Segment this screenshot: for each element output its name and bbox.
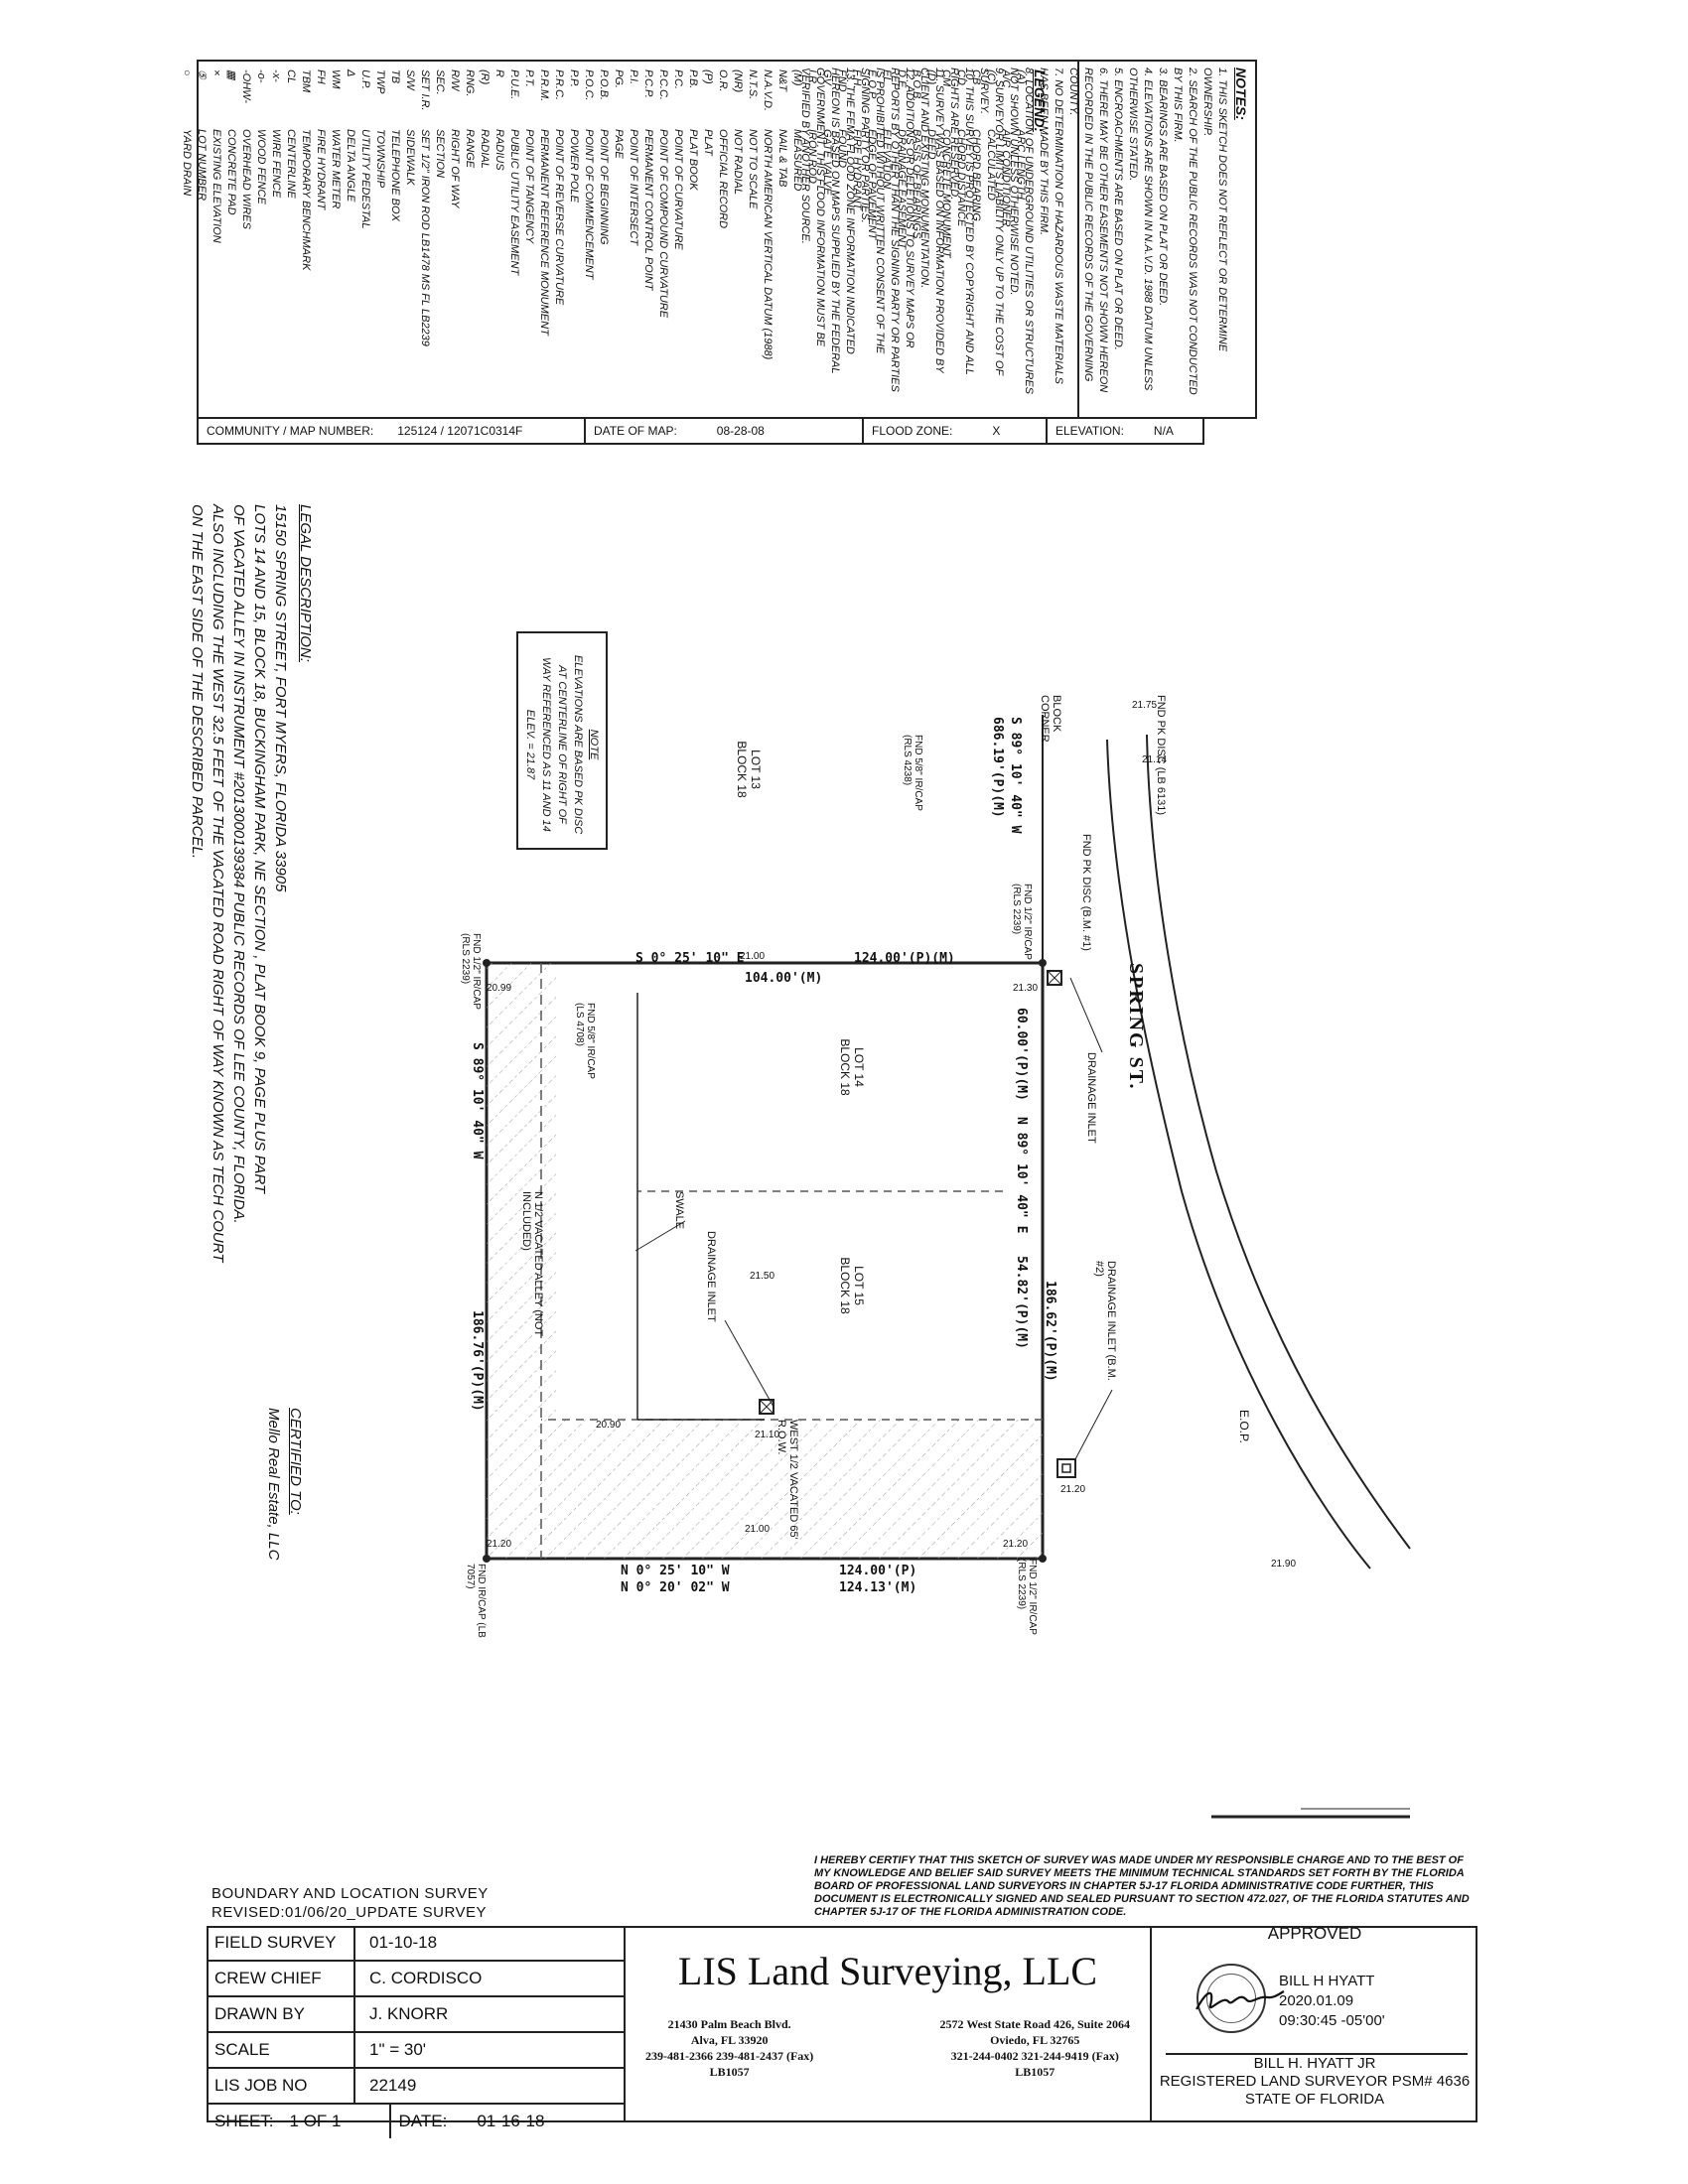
- signature-icon: [1196, 1990, 1285, 2010]
- company-block: LIS Land Surveying, LLC 21430 Palm Beach…: [626, 1926, 1152, 2122]
- flood-zone-value: X: [992, 424, 1001, 438]
- row-job-no: LIS JOB NO 22149: [207, 2069, 624, 2105]
- row-drawn-by: DRAWN BY J. KNORR: [207, 1997, 624, 2033]
- notes-legend-frame: [197, 60, 1257, 419]
- approval-block: APPROVED BILL H HYATT 2020.01.09 09:30:4…: [1152, 1924, 1477, 2122]
- spot-elev-5: 21.20: [1003, 1539, 1029, 1550]
- flood-info-row: COMMUNITY / MAP NUMBER: 125124 / 12071C0…: [197, 419, 1204, 445]
- bearing-south: S 89° 10' 40" W: [470, 1042, 485, 1160]
- bearing-north: N 89° 10' 40" E: [1014, 1117, 1029, 1234]
- lot14-label: LOT 14 BLOCK 18: [838, 1038, 866, 1096]
- survey-type: BOUNDARY AND LOCATION SURVEY REVISED:01/…: [211, 1884, 489, 1922]
- date-label: DATE:: [398, 2112, 448, 2130]
- elevation-label: ELEVATION:: [1055, 424, 1124, 438]
- drainage-inlet-3-label: DRAINAGE INLET (B.M. #2): [1093, 1261, 1117, 1381]
- note-box: [516, 631, 608, 850]
- swale-label: SWALE: [673, 1191, 685, 1230]
- monument-sw: [483, 1555, 491, 1563]
- distance-west-2: 104.00'(M): [745, 971, 823, 986]
- row-sheet: SHEET: 1 OF 1 DATE: 01-16-18: [207, 2105, 624, 2138]
- row-crew-chief: CREW CHIEF C. CORDISCO: [207, 1962, 624, 1997]
- drainage-inlet-3: [1056, 1458, 1076, 1478]
- field-table: FIELD SURVEY 01-10-18 CREW CHIEF C. CORD…: [207, 1926, 626, 2138]
- distance-south: 186.76'(P)(M): [470, 1310, 485, 1412]
- monument-ne: [1039, 959, 1047, 967]
- spot-elev-11: 21.10: [755, 1430, 780, 1440]
- street-edge-west: [1106, 739, 1371, 1570]
- sign-time: 09:30:45 -05'00': [1279, 2012, 1385, 2029]
- street-label: SPRING ST.: [1125, 963, 1147, 1091]
- row-scale: SCALE 1" = 30': [207, 2033, 624, 2069]
- street-edge-east: [1146, 734, 1411, 1550]
- survey-type-line1: BOUNDARY AND LOCATION SURVEY: [211, 1885, 489, 1902]
- spot-elev-2: 21.75: [1132, 700, 1158, 711]
- bearing-east-1: N 0° 25' 10" W: [621, 1564, 730, 1578]
- sign-date: 2020.01.09: [1279, 1992, 1354, 2009]
- flood-zone-label: FLOOD ZONE:: [872, 424, 953, 438]
- drainage-inlet-2-label: DRAINAGE INLET: [705, 1231, 717, 1322]
- fnd-ir-se: FND 1/2" IR/CAP (RLS 2239): [1016, 1559, 1038, 1635]
- spot-elev-10: 21.00: [745, 1524, 771, 1535]
- distance-north-1: 60.00'(P)(M): [1014, 1008, 1029, 1101]
- notes-divider: [1077, 60, 1079, 419]
- spot-elev-7: 21.20: [487, 1539, 512, 1550]
- vacated-row-hatch: [556, 1420, 1043, 1559]
- surveyor-role: REGISTERED LAND SURVEYOR PSM# 4636: [1159, 2073, 1471, 2090]
- spot-elev-13: 21.30: [1013, 983, 1039, 994]
- surveyor-seal: [1196, 1964, 1285, 2033]
- map-date-value: 08-28-08: [716, 424, 765, 438]
- distance-east-2: 124.13'(M): [839, 1580, 917, 1595]
- pk-disc-bm: FND PK DISC (B.M. #1): [1080, 834, 1092, 951]
- distance-west-1: 124.00'(P)(M): [854, 951, 955, 966]
- distance-north-2: 54.82'(P)(M): [1014, 1256, 1029, 1349]
- bearing-top: S 89° 10' 40" W: [1008, 717, 1023, 834]
- survey-type-line2: REVISED:01/06/20_UPDATE SURVEY: [211, 1904, 488, 1921]
- spot-elev-8: 21.20: [1060, 1484, 1086, 1495]
- certification-statement: I HEREBY CERTIFY THAT THIS SKETCH OF SUR…: [814, 1854, 1470, 1918]
- map-date-label: DATE OF MAP:: [594, 424, 677, 438]
- spot-elev-1: 21.14: [1142, 754, 1168, 765]
- lot13-label: LOT 13 BLOCK 18: [735, 741, 763, 798]
- spot-elev-12: 20.90: [596, 1420, 622, 1431]
- vacated-alley-hatch: [487, 963, 556, 1559]
- row-field-survey: FIELD SURVEY 01-10-18: [207, 1926, 624, 1962]
- signer-name: BILL H HYATT: [1279, 1973, 1375, 1989]
- eop-label: E.O.P.: [1237, 1410, 1251, 1443]
- office-alva: 21430 Palm Beach Blvd. Alva, FL 33920 23…: [645, 2017, 814, 2079]
- spot-elev-3: 21.00: [740, 951, 766, 962]
- company-name: LIS Land Surveying, LLC: [677, 1949, 1098, 1993]
- bearing-east-2: N 0° 20' 02" W: [621, 1580, 730, 1595]
- drainage-inlet-1-label: DRAINAGE INLET: [1085, 1052, 1097, 1144]
- sheet-label: SHEET:: [214, 2112, 274, 2130]
- date-value: 01-16-18: [477, 2112, 545, 2130]
- fnd-ir-s: FND IR/CAP (LB 7057): [465, 1564, 487, 1638]
- title-block: [207, 1926, 1477, 2122]
- fnd-ir-sw: FND 1/2" IR/CAP (RLS 2239): [460, 933, 482, 1010]
- community-value: 125124 / 12071C0314F: [397, 424, 523, 438]
- vacated-alley-label: N 1/2 VACATED ALLEY (NOT INCLUDED): [520, 1191, 544, 1336]
- spot-elev-6: 21.50: [750, 1271, 775, 1282]
- lot15-label: LOT 15 BLOCK 18: [838, 1257, 866, 1314]
- office-oviedo: 2572 West State Road 426, Suite 2064 Ovi…: [939, 2017, 1130, 2079]
- surveyor-name: BILL H. HYATT JR: [1253, 2055, 1376, 2072]
- fnd-ir-nw: FND 5/8" IR/CAP (RLS 4238): [902, 735, 923, 811]
- fnd-ir-ne: FND 1/2" IR/CAP (RLS 2239): [1011, 884, 1033, 960]
- spot-elev-9: 21.90: [1271, 1559, 1297, 1570]
- block-corner-label: BLOCK CORNER: [1039, 695, 1062, 743]
- distance-east-1: 124.00'(P): [839, 1564, 917, 1578]
- sheet-value: 1 OF 1: [274, 2105, 391, 2138]
- fnd-ir-mid: FND 5/8" IR/CAP (LS 4708): [574, 1003, 596, 1079]
- spot-elev-4: 20.99: [487, 983, 512, 994]
- monument-se: [1039, 1555, 1047, 1563]
- elevation-value: N/A: [1153, 424, 1174, 438]
- approved-title: APPROVED: [1267, 1924, 1362, 1943]
- bearing-west: S 0° 25' 10" E: [635, 951, 745, 966]
- distance-top: 686.19'(P)(M): [990, 717, 1005, 818]
- distance-north-3: 186.62'(P)(M): [1043, 1281, 1057, 1382]
- monument-nw: [483, 959, 491, 967]
- surveyor-state: STATE OF FLORIDA: [1244, 2091, 1385, 2108]
- community-label: COMMUNITY / MAP NUMBER:: [207, 424, 374, 438]
